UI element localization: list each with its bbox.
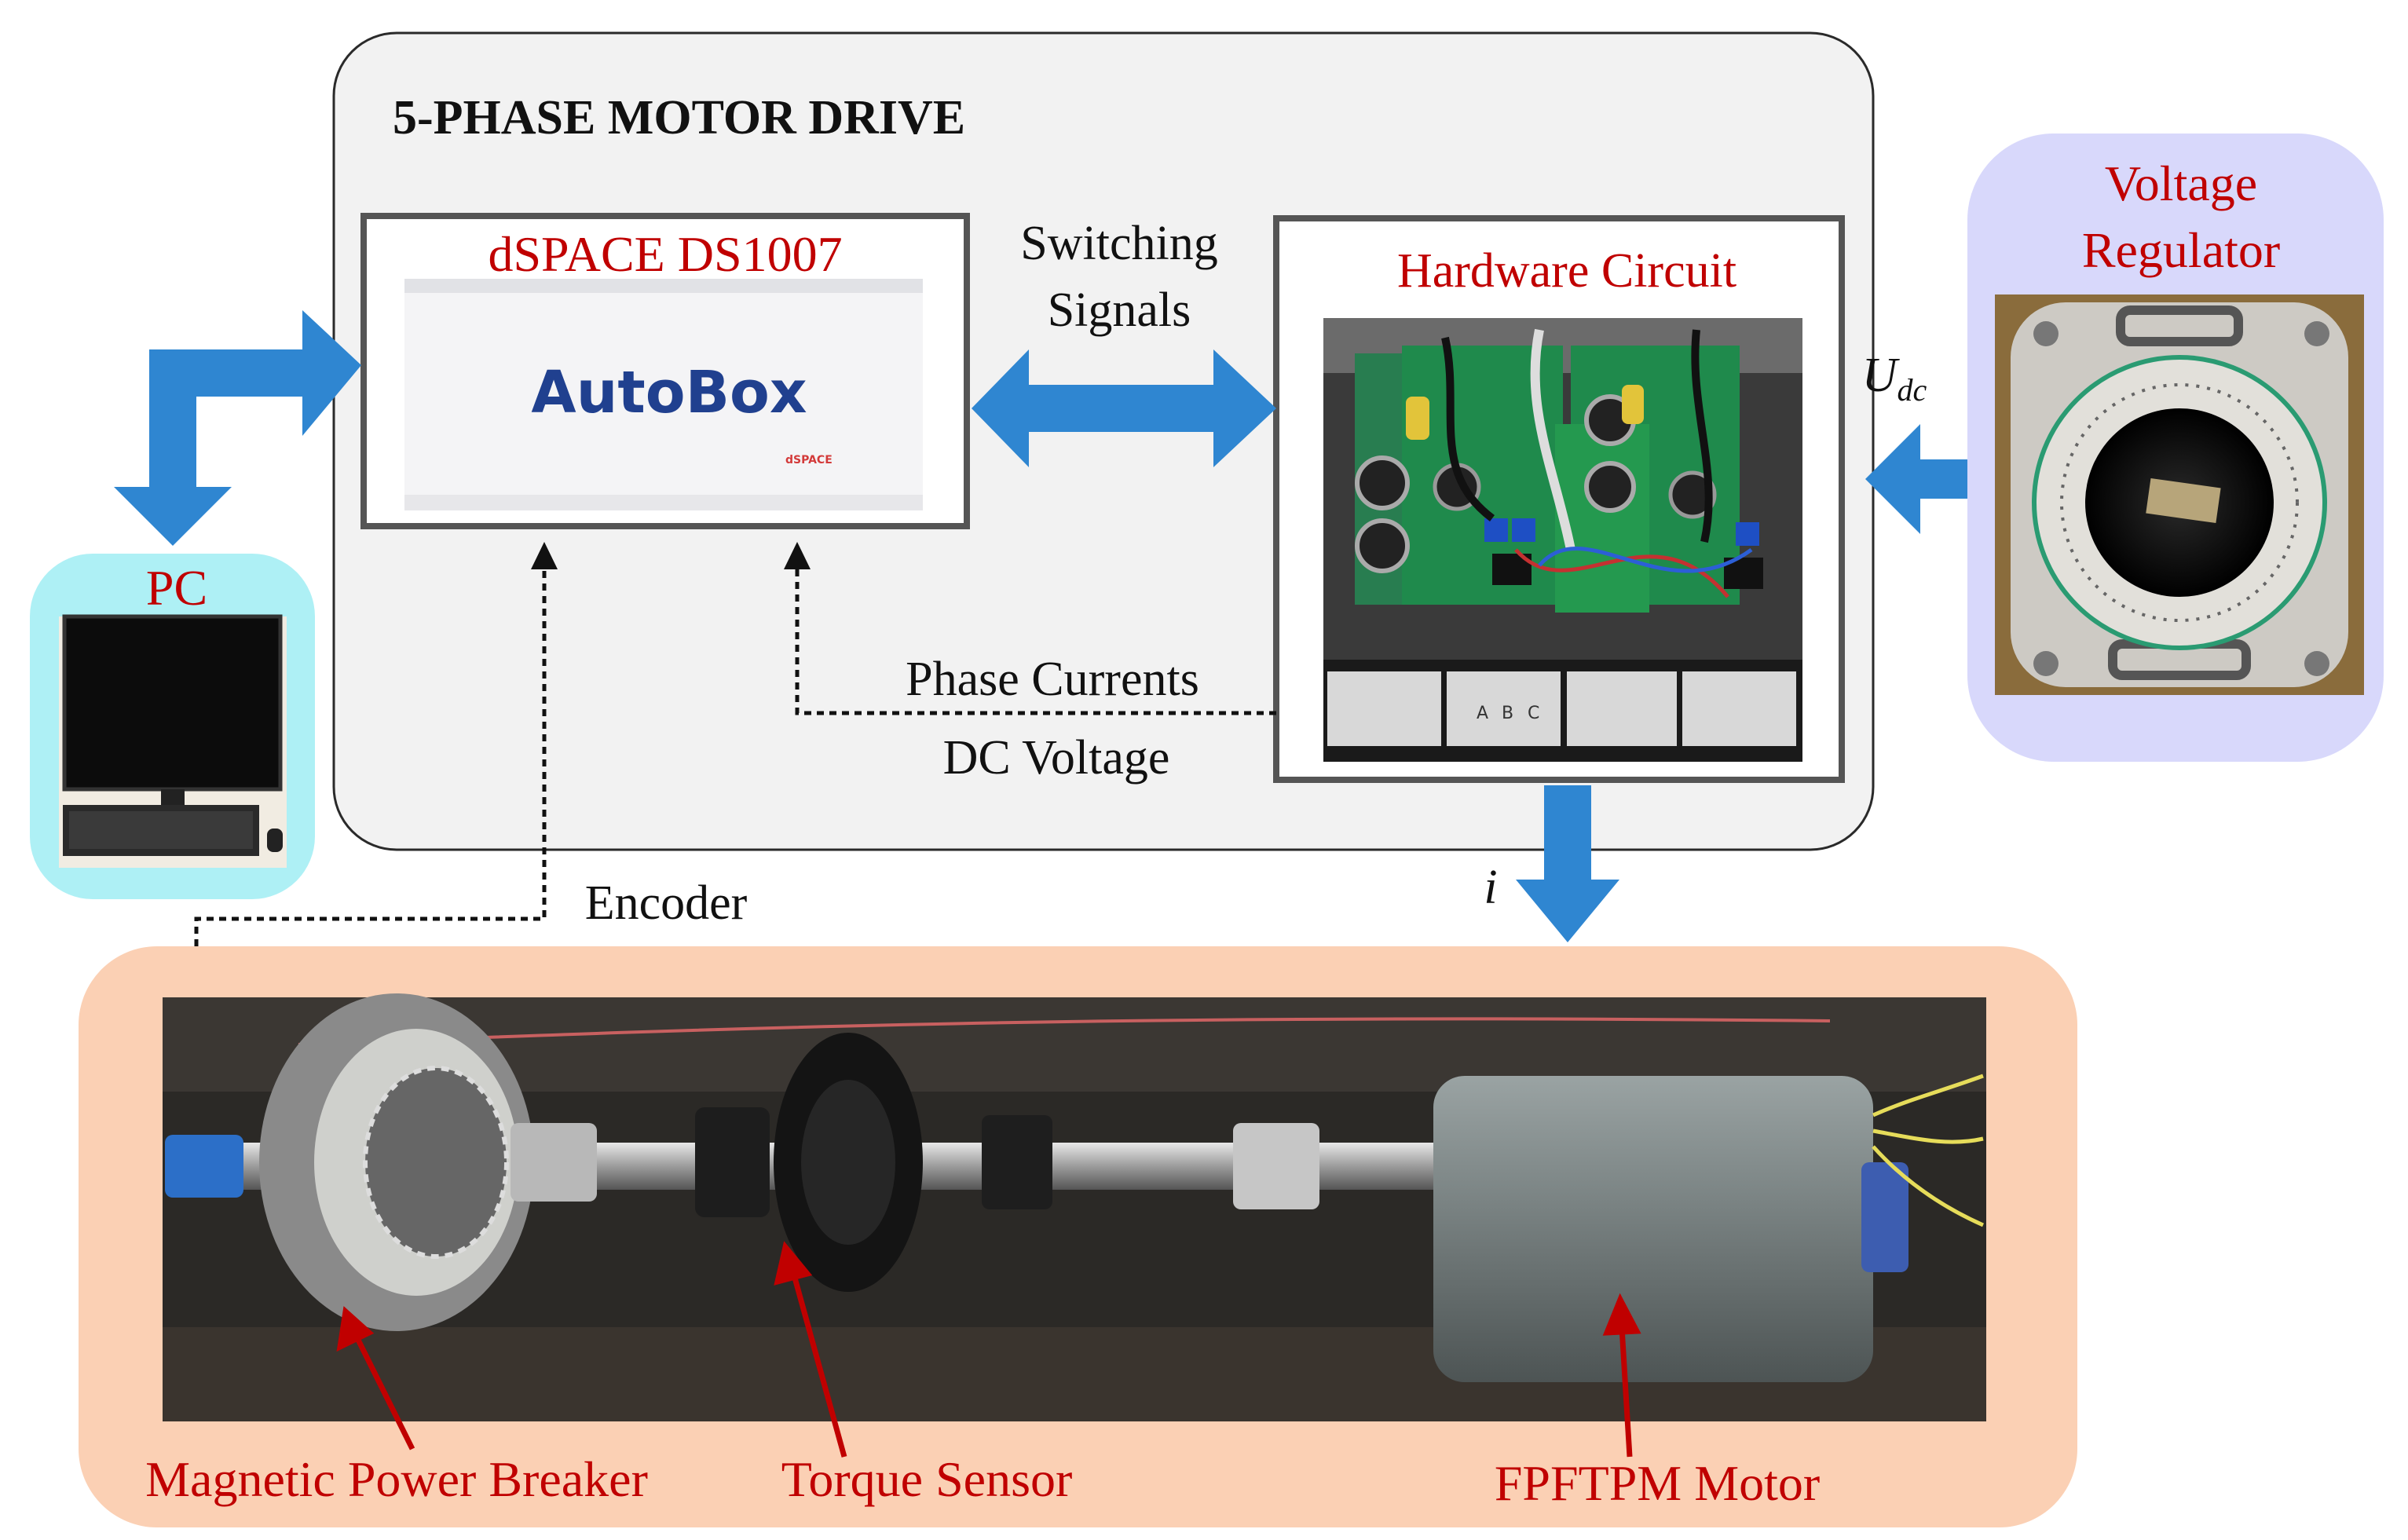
current-label: i	[1484, 861, 1497, 914]
autobox-photo: AutoBox dSPACE	[404, 279, 923, 510]
pc-dspace-arrow	[114, 310, 361, 546]
test-bench-group: Magnetic Power Breaker Torque Sensor FPF…	[79, 946, 2077, 1527]
encoder-arrowhead	[531, 542, 558, 569]
phase-currents-line	[795, 567, 1276, 715]
hardware-label: Hardware Circuit	[1397, 244, 1736, 298]
encoder-label: Encoder	[585, 876, 748, 930]
dc-voltage-label: DC Voltage	[943, 731, 1170, 785]
breaker-pointer	[353, 1333, 415, 1450]
udc-arrow	[1865, 424, 1967, 534]
signal-labels: Switching Signals Phase Currents DC Volt…	[585, 217, 1927, 930]
magnetic-breaker-label: Magnetic Power Breaker	[145, 1451, 648, 1507]
hardware-photo: A B C	[1323, 318, 1802, 762]
pc-label: PC	[146, 560, 207, 616]
voltage-regulator-group: Voltage Regulator	[1967, 134, 2384, 762]
pc-photo	[59, 614, 287, 868]
dspace-group: dSPACE DS1007 AutoBox dSPACE	[360, 213, 970, 529]
voltage-regulator-label-line2: Regulator	[2082, 222, 2280, 278]
autobox-brand-text: AutoBox	[531, 359, 807, 426]
switching-signals-arrow	[972, 349, 1276, 467]
test-bench-photo	[163, 993, 1986, 1421]
torque-sensor-pointer	[790, 1271, 847, 1458]
motor-label: FPFTPM Motor	[1495, 1455, 1820, 1511]
udc-label: Udc	[1862, 349, 1927, 408]
switching-signals-label-line1: Switching	[1020, 217, 1217, 270]
terminal-label-a: A	[1477, 704, 1488, 723]
blue-arrows	[114, 310, 1967, 942]
dspace-label: dSPACE DS1007	[488, 226, 842, 282]
pointer-arrows	[336, 1241, 1641, 1458]
phase-currents-arrowhead	[784, 542, 811, 569]
voltage-regulator-label-line1: Voltage	[2105, 155, 2257, 211]
udc-main: U	[1862, 349, 1901, 402]
udc-subscript: dc	[1897, 372, 1927, 408]
motor-drive-title: 5-PHASE MOTOR DRIVE	[393, 91, 965, 144]
phase-currents-label: Phase Currents	[906, 653, 1199, 706]
current-arrow	[1516, 785, 1619, 942]
voltage-regulator-photo	[1995, 294, 2364, 695]
torque-sensor-label: Torque Sensor	[781, 1451, 1073, 1507]
autobox-small-brand: dSPACE	[785, 454, 833, 466]
pc-group: PC	[30, 554, 315, 899]
switching-signals-label-line2: Signals	[1048, 283, 1191, 337]
fpftpm-motor-body	[1433, 1076, 1873, 1382]
terminal-label-c: C	[1528, 704, 1539, 723]
motor-pointer	[1619, 1326, 1633, 1458]
terminal-label-b: B	[1502, 704, 1513, 723]
hardware-group: Hardware Circuit	[1273, 215, 1845, 783]
